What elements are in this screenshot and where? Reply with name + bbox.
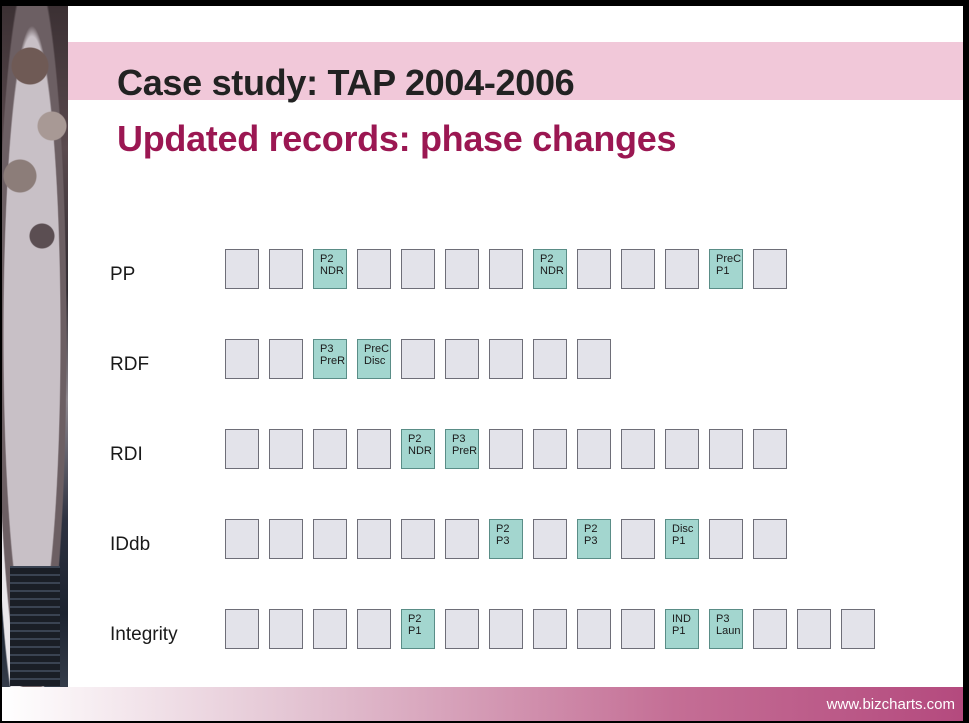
record-box — [841, 609, 875, 649]
slide-title: Case study: TAP 2004-2006 — [117, 62, 575, 103]
record-box — [357, 249, 391, 289]
record-box — [533, 519, 567, 559]
record-box — [401, 519, 435, 559]
record-boxes: P2 P3 P2 P3 Disc P1 — [225, 519, 787, 559]
record-box — [357, 519, 391, 559]
record-box — [269, 429, 303, 469]
record-boxes: P2 NDR P2 NDR PreC P1 — [225, 249, 787, 289]
record-boxes: P2 P1 IND P1 P3 Laun — [225, 609, 875, 649]
footer-bar: www.bizcharts.com — [2, 687, 963, 721]
phase-change-box: P2 P3 — [577, 519, 611, 559]
record-box — [225, 519, 259, 559]
record-box — [753, 249, 787, 289]
record-box — [357, 429, 391, 469]
record-box — [621, 609, 655, 649]
phase-change-box: Disc P1 — [665, 519, 699, 559]
phase-change-box: PreC Disc — [357, 339, 391, 379]
record-box — [401, 339, 435, 379]
record-box — [533, 339, 567, 379]
record-box — [489, 429, 523, 469]
phase-change-box: PreC P1 — [709, 249, 743, 289]
record-box — [753, 429, 787, 469]
record-box — [665, 429, 699, 469]
phase-change-box: IND P1 — [665, 609, 699, 649]
phase-change-box: P2 P1 — [401, 609, 435, 649]
row-label: IDdb — [110, 534, 151, 555]
decorative-side-image — [2, 6, 68, 721]
phase-change-box: P3 PreR — [313, 339, 347, 379]
phase-change-grid: PP P2 NDR P2 NDR PreC P1 RDF P3 PreR PreC Disc… — [105, 246, 915, 696]
record-box — [445, 519, 479, 559]
record-row: RDI P2 NDR P3 PreR — [105, 426, 915, 516]
record-box — [577, 339, 611, 379]
record-box — [621, 519, 655, 559]
record-box — [269, 519, 303, 559]
slide-subtitle: Updated records: phase changes — [117, 118, 677, 159]
record-box — [269, 249, 303, 289]
record-box — [577, 429, 611, 469]
record-box — [313, 429, 347, 469]
row-label: RDF — [110, 354, 150, 375]
record-box — [621, 429, 655, 469]
phase-change-box: P3 Laun — [709, 609, 743, 649]
record-box — [753, 519, 787, 559]
record-row: IDdb P2 P3 P2 P3 Disc P1 — [105, 516, 915, 606]
record-box — [577, 609, 611, 649]
record-box — [709, 519, 743, 559]
record-box — [753, 609, 787, 649]
record-box — [225, 339, 259, 379]
record-box — [225, 249, 259, 289]
record-box — [357, 609, 391, 649]
footer-url: www.bizcharts.com — [826, 696, 955, 713]
record-box — [621, 249, 655, 289]
record-row: Integrity P2 P1 IND P1 P3 Laun — [105, 606, 915, 696]
row-label: PP — [110, 264, 136, 285]
row-label: Integrity — [110, 624, 178, 645]
record-box — [225, 429, 259, 469]
record-box — [709, 429, 743, 469]
record-row: PP P2 NDR P2 NDR PreC P1 — [105, 246, 915, 336]
phase-change-box: P2 NDR — [313, 249, 347, 289]
record-box — [577, 249, 611, 289]
record-box — [445, 339, 479, 379]
record-box — [225, 609, 259, 649]
record-box — [445, 609, 479, 649]
record-box — [489, 249, 523, 289]
phase-change-box: P2 NDR — [401, 429, 435, 469]
circuit-chip-image — [10, 566, 60, 686]
record-box — [533, 429, 567, 469]
record-box — [269, 339, 303, 379]
record-boxes: P3 PreR PreC Disc — [225, 339, 611, 379]
record-box — [313, 519, 347, 559]
record-box — [269, 609, 303, 649]
record-box — [797, 609, 831, 649]
phase-change-box: P2 P3 — [489, 519, 523, 559]
title-band — [68, 42, 963, 100]
record-box — [445, 249, 479, 289]
record-box — [313, 609, 347, 649]
phase-change-box: P3 PreR — [445, 429, 479, 469]
record-box — [665, 249, 699, 289]
row-label: RDI — [110, 444, 143, 465]
record-box — [489, 339, 523, 379]
record-box — [489, 609, 523, 649]
phase-change-box: P2 NDR — [533, 249, 567, 289]
record-row: RDF P3 PreR PreC Disc — [105, 336, 915, 426]
record-box — [401, 249, 435, 289]
record-box — [533, 609, 567, 649]
record-boxes: P2 NDR P3 PreR — [225, 429, 787, 469]
